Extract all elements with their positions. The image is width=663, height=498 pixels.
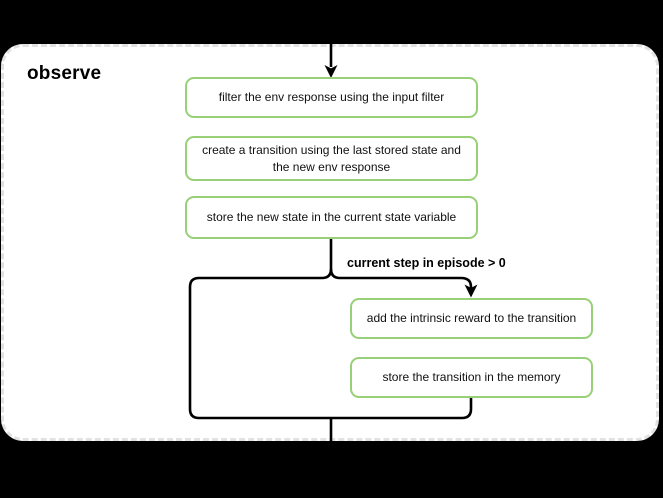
node-store-transition[interactable]: store the transition in the memory — [350, 357, 593, 398]
node-filter-env-response[interactable]: filter the env response using the input … — [185, 77, 478, 118]
container-title: observe — [27, 63, 102, 84]
node-create-transition[interactable]: create a transition using the last store… — [185, 136, 478, 181]
node-label: store the new state in the current state… — [206, 210, 457, 225]
node-add-intrinsic-reward[interactable]: add the intrinsic reward to the transiti… — [350, 298, 593, 339]
node-label: add the intrinsic reward to the transiti… — [366, 311, 577, 326]
node-label: store the transition in the memory — [382, 370, 561, 385]
node-label: create a transition using the last store… — [202, 143, 461, 174]
node-store-new-state[interactable]: store the new state in the current state… — [185, 196, 478, 239]
branch-condition-label: current step in episode > 0 — [347, 256, 506, 270]
node-label: filter the env response using the input … — [218, 90, 445, 105]
